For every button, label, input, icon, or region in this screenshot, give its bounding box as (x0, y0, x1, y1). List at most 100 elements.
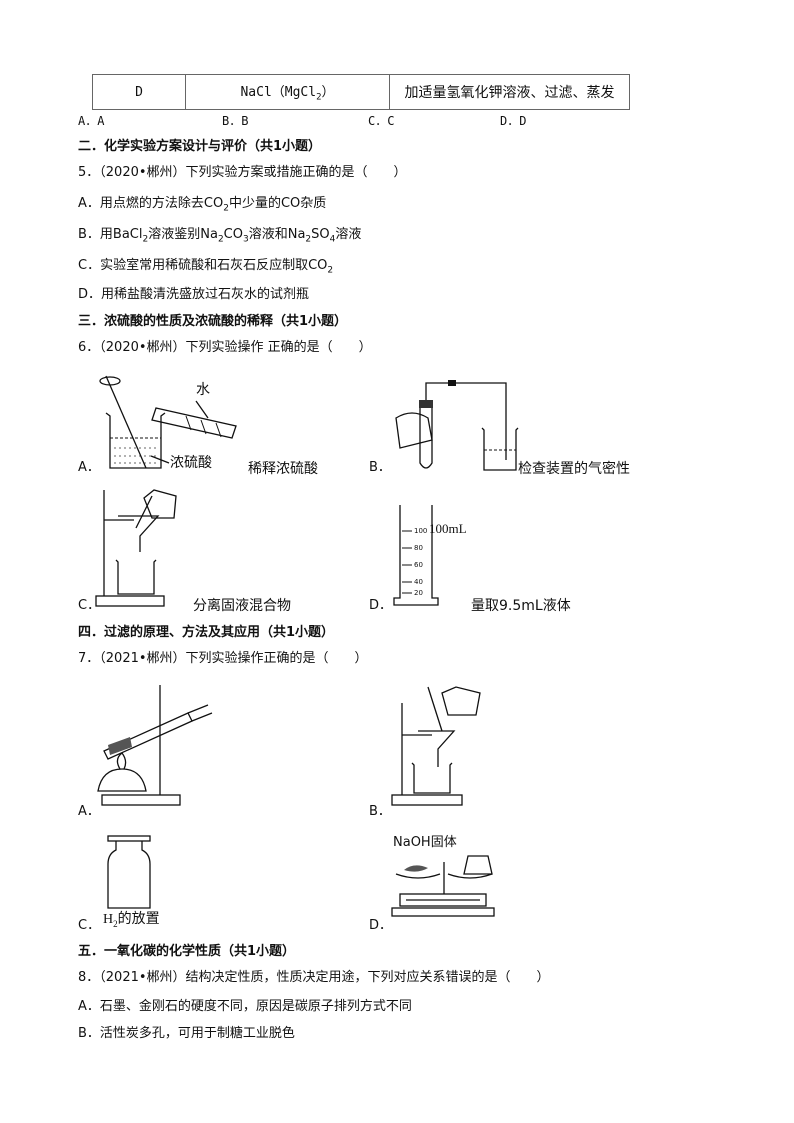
pouring-rod (427, 686, 443, 732)
stand-base (95, 595, 165, 607)
q5-a-text: A．用点燃的方法除去CO (78, 196, 224, 211)
solid-sample (108, 737, 132, 755)
q5-a-sub: 2 (223, 203, 229, 214)
q5-b-s3: 3 (242, 234, 249, 245)
q4-option-a[interactable]: A．A (78, 114, 105, 128)
receiving-beaker (115, 559, 157, 595)
q6-option-d-label[interactable]: D． (369, 598, 393, 613)
q7-option-c-label[interactable]: C． (78, 918, 101, 933)
q6-d-caption: 量取9.5mL液体 (471, 598, 571, 614)
tube-outlet (187, 704, 213, 722)
delivery-tube (425, 382, 507, 460)
tick-label: 100 (414, 527, 428, 535)
jar-body (107, 841, 151, 909)
tick-label: 60 (414, 561, 423, 569)
receiving-beaker (411, 762, 453, 794)
funnel-shape (118, 515, 160, 552)
q5-option-b[interactable]: B．用BaCl2溶液鉴别Na2CO3溶液和Na2SO4溶液 (78, 227, 361, 248)
q8-option-a[interactable]: A．石墨、金刚石的硬度不同，原因是碳原子排列方式不同 (78, 999, 412, 1014)
q7-stem: 7．（2021•郴州）下列实验操作正确的是（ ） (78, 651, 368, 666)
dilution-figure (99, 375, 237, 469)
q4-option-b[interactable]: B．B (222, 114, 249, 128)
q5-b-s2: 2 (217, 234, 224, 245)
q6-option-b-label[interactable]: B． (369, 460, 391, 475)
balance-body (399, 893, 487, 907)
q7-option-a-label[interactable]: A． (78, 804, 100, 819)
stand-base (101, 794, 181, 806)
balance-base (391, 907, 495, 917)
balance-figure (391, 855, 495, 917)
stopper-shape (419, 400, 433, 408)
funnel-shape (418, 730, 456, 767)
hand-shape (395, 412, 433, 449)
q6-c-caption: 分离固液混合物 (193, 598, 291, 614)
tick-label: 40 (414, 578, 423, 586)
weight-paper (463, 855, 493, 875)
test-tube-shape (419, 405, 433, 469)
q6-option-a-label[interactable]: A． (78, 460, 100, 475)
pouring-rod (135, 495, 153, 529)
q4-option-c[interactable]: C．C (368, 114, 395, 128)
water-label: 水 (196, 382, 210, 398)
pouring-beaker (143, 489, 177, 519)
q7-option-d-label[interactable]: D． (369, 918, 393, 933)
table-row: D NaCl（MgCl2） 加适量氢氧化钾溶液、过滤、蒸发 (92, 74, 630, 110)
options-table: D NaCl（MgCl2） 加适量氢氧化钾溶液、过滤、蒸发 (92, 74, 630, 110)
substance-sub: 2 (316, 92, 322, 103)
volume-label: 100mL (429, 521, 467, 536)
naoh-solid (404, 865, 428, 872)
h2-sub: 2 (113, 918, 118, 929)
glass-slide (107, 835, 151, 842)
q5-stem: 5．（2020•郴州）下列实验方案或措施正确的是（ ） (78, 165, 407, 180)
q8-stem: 8．（2021•郴州）结构决定性质，性质决定用途，下列对应关系错误的是（ ） (78, 970, 550, 985)
heating-figure (97, 685, 213, 806)
naoh-label: NaOH固体 (393, 835, 457, 850)
section-heading-3: 三．浓硫酸的性质及浓硫酸的稀释（共1小题） (78, 314, 348, 329)
section-heading-5: 五．一氧化碳的化学性质（共1小题） (78, 944, 296, 959)
tick-label: 20 (414, 589, 423, 597)
filtration-figure-6c (95, 489, 177, 607)
q5-b-s1: 2 (142, 234, 149, 245)
q7-option-b-label[interactable]: B． (369, 804, 391, 819)
q5-option-c[interactable]: C．实验室常用稀硫酸和石灰石反应制取CO2 (78, 258, 333, 279)
cylinder-marks (185, 415, 222, 438)
table-cell-substance: NaCl（MgCl2） (185, 74, 390, 110)
q5-b-3: CO (223, 227, 243, 242)
h2-post: 的放置 (117, 912, 160, 927)
cylinder-ticks (402, 530, 412, 594)
liquid-hatch (114, 447, 156, 464)
tick-label: 80 (414, 544, 423, 552)
stand-base (391, 794, 463, 806)
tube-joint (448, 380, 456, 386)
q6-b-caption: 检查装置的气密性 (518, 461, 630, 477)
q4-option-d[interactable]: D．D (500, 114, 527, 128)
glass-rod (105, 375, 147, 469)
q5-b-5: SO (311, 227, 330, 242)
acid-pointer (150, 455, 170, 464)
substance-post: ） (321, 85, 335, 101)
q5-option-d[interactable]: D．用稀盐酸清洗盛放过石灰水的试剂瓶 (78, 287, 310, 302)
q5-b-6: 溶液 (335, 227, 362, 242)
q5-b-s4: 2 (305, 234, 312, 245)
h2-text: H (103, 912, 114, 927)
filtration-figure-7b (391, 686, 481, 806)
cylinder-body (393, 505, 439, 606)
water-beaker (481, 427, 519, 471)
q8-option-b[interactable]: B．活性炭多孔，可用于制糖工业脱色 (78, 1026, 295, 1041)
beaker-shape (105, 412, 166, 469)
q6-option-c-label[interactable]: C． (78, 598, 101, 613)
substance-text: NaCl（MgCl (240, 85, 317, 101)
table-cell-method: 加适量氢氧化钾溶液、过滤、蒸发 (389, 74, 630, 110)
alcohol-lamp (97, 768, 147, 792)
pouring-beaker (441, 686, 481, 716)
gas-jar-figure (107, 835, 151, 909)
q5-b-1: B．用BaCl (78, 227, 143, 242)
water-pointer (195, 400, 209, 419)
q5-a-post: 中少量的CO杂质 (228, 196, 327, 211)
cylinder-shape (151, 407, 237, 439)
right-pan (447, 873, 493, 879)
q5-b-4: 溶液和Na (248, 227, 306, 242)
left-pan (395, 873, 441, 879)
q7-c-caption: H2的放置 (103, 912, 160, 932)
q5-option-a[interactable]: A．用点燃的方法除去CO2中少量的CO杂质 (78, 196, 326, 217)
